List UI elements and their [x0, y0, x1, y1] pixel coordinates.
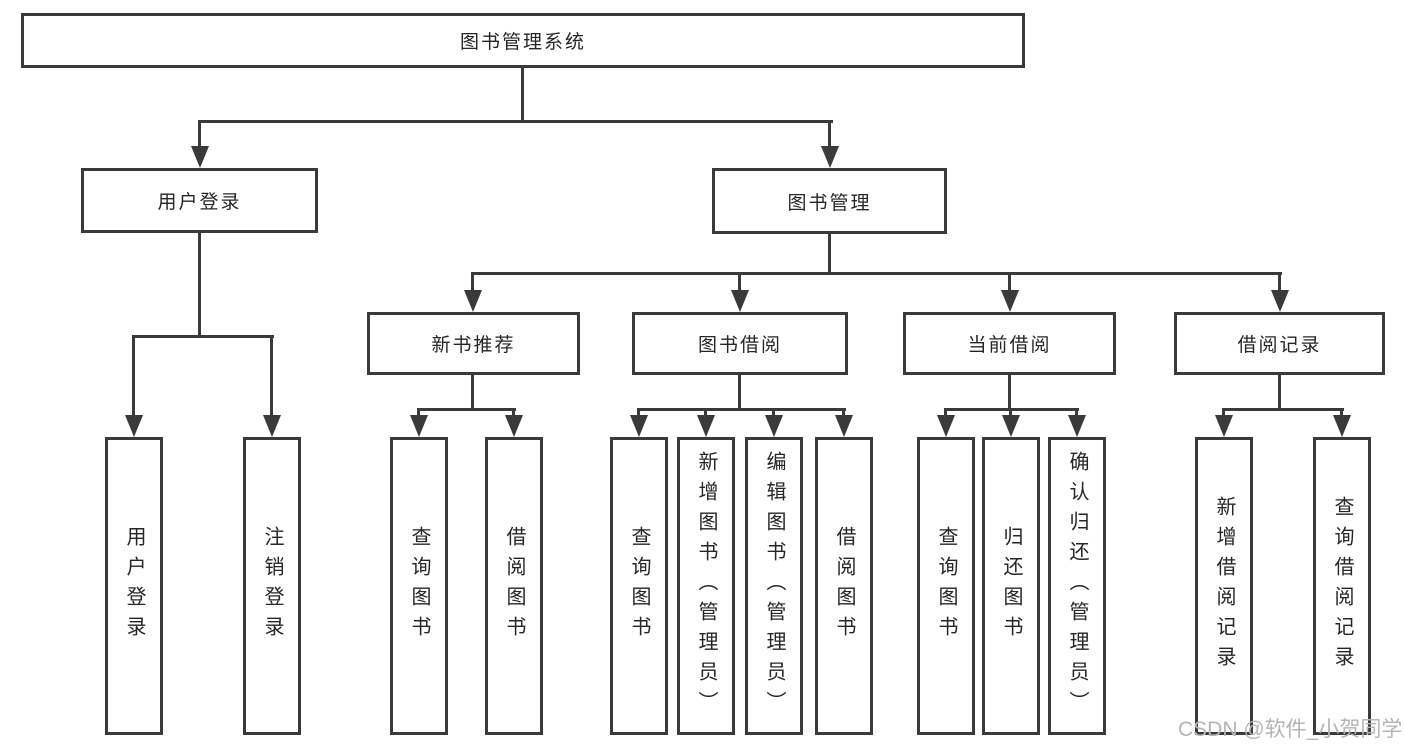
connector-to-book-borrow-stem: [738, 272, 741, 291]
node-user-login: 用户登录: [81, 168, 318, 233]
connector-to-leaf-add-book-admin-stem: [704, 408, 707, 416]
connector-borrow-records-branch: [1222, 408, 1344, 411]
leaf-add-borrow-record: 新增借阅记录: [1195, 437, 1253, 735]
connector-root-branch: [198, 120, 833, 123]
leaf-logout-label: 注销登录: [261, 526, 283, 646]
arrowhead-to-user-login: [191, 146, 209, 168]
connector-to-user-login-stem: [198, 120, 201, 146]
leaf-query-borrow-record: 查询借阅记录: [1313, 437, 1371, 735]
leaf-query-books-borrow: 查询图书: [610, 437, 668, 735]
node-current-borrow-label: 当前借阅: [967, 335, 1052, 356]
watermark: CSDN @软件_小贺同学: [1178, 718, 1403, 741]
connector-to-book-management-stem: [828, 120, 831, 146]
leaf-logout: 注销登录: [243, 437, 301, 735]
arrowhead-to-leaf-logout: [263, 415, 281, 437]
connector-to-leaf-return-book-stem: [1009, 408, 1012, 416]
connector-new-book-recommend-stem: [471, 375, 474, 408]
leaf-query-borrow-record-label: 查询借阅记录: [1331, 496, 1353, 676]
leaf-borrow-books-recommend-label: 借阅图书: [503, 526, 525, 646]
connector-borrow-records-stem: [1278, 375, 1281, 408]
connector-user-login-stem: [198, 233, 201, 335]
leaf-query-books-recommend: 查询图书: [390, 437, 448, 735]
connector-to-leaf-edit-book-admin-stem: [772, 408, 775, 416]
arrowhead-to-leaf-query-books-current: [937, 415, 955, 437]
arrowhead-to-book-management: [821, 146, 839, 168]
leaf-query-books-recommend-label: 查询图书: [408, 526, 430, 646]
node-borrow-records-label: 借阅记录: [1237, 335, 1322, 356]
node-book-borrow: 图书借阅: [632, 312, 848, 375]
arrowhead-to-leaf-return-book: [1002, 415, 1020, 437]
node-borrow-records: 借阅记录: [1174, 312, 1385, 375]
arrowhead-to-leaf-confirm-return-admin: [1068, 415, 1086, 437]
arrowhead-to-leaf-query-books-recommend: [410, 415, 428, 437]
leaf-confirm-return-admin: 确认归还（管理员）: [1048, 437, 1106, 735]
arrowhead-to-borrow-records: [1271, 290, 1289, 312]
leaf-user-login: 用户登录: [105, 437, 163, 735]
leaf-add-book-admin-label: 新增图书（管理员）: [695, 451, 717, 721]
connector-to-leaf-confirm-return-admin-stem: [1075, 408, 1078, 416]
connector-to-leaf-logout-stem: [270, 335, 273, 416]
connector-to-borrow-records-stem: [1278, 272, 1281, 291]
arrowhead-to-leaf-edit-book-admin: [765, 415, 783, 437]
node-book-management: 图书管理: [712, 168, 947, 234]
arrowhead-to-leaf-add-borrow-record: [1215, 415, 1233, 437]
leaf-confirm-return-admin-label: 确认归还（管理员）: [1066, 451, 1088, 721]
leaf-user-login-label: 用户登录: [123, 526, 145, 646]
connector-to-leaf-query-books-current-stem: [944, 408, 947, 416]
connector-book-borrow-branch: [637, 408, 846, 411]
arrowhead-to-book-borrow: [731, 290, 749, 312]
node-root: 图书管理系统: [21, 13, 1025, 68]
leaf-query-books-current: 查询图书: [917, 437, 975, 735]
connector-new-book-recommend-branch: [417, 408, 516, 411]
leaf-borrow-books-borrow: 借阅图书: [815, 437, 873, 735]
leaf-query-books-borrow-label: 查询图书: [628, 526, 650, 646]
arrowhead-to-leaf-add-book-admin: [697, 415, 715, 437]
node-current-borrow: 当前借阅: [903, 312, 1116, 375]
node-root-label: 图书管理系统: [459, 32, 586, 53]
arrowhead-to-current-borrow: [1001, 290, 1019, 312]
leaf-edit-book-admin-label: 编辑图书（管理员）: [763, 451, 785, 721]
node-book-management-label: 图书管理: [787, 192, 872, 214]
node-book-borrow-label: 图书借阅: [697, 335, 782, 356]
arrowhead-to-leaf-user-login: [125, 415, 143, 437]
connector-to-leaf-borrow-books-recommend-stem: [512, 408, 515, 416]
connector-user-login-branch: [132, 335, 274, 338]
leaf-add-book-admin: 新增图书（管理员）: [677, 437, 735, 735]
arrowhead-to-new-book-recommend: [464, 290, 482, 312]
arrowhead-to-leaf-query-books-borrow: [630, 415, 648, 437]
connector-root-stem: [521, 68, 524, 120]
connector-to-current-borrow-stem: [1008, 272, 1011, 291]
connector-to-leaf-query-books-recommend-stem: [417, 408, 420, 416]
connector-to-leaf-query-books-borrow-stem: [637, 408, 640, 416]
connector-current-borrow-stem: [1008, 375, 1011, 408]
leaf-query-books-current-label: 查询图书: [935, 526, 957, 646]
connector-to-new-book-recommend-stem: [471, 272, 474, 291]
connector-to-leaf-borrow-books-borrow-stem: [842, 408, 845, 416]
connector-to-leaf-add-borrow-record-stem: [1222, 408, 1225, 416]
node-new-book-recommend: 新书推荐: [367, 312, 580, 375]
node-new-book-recommend-label: 新书推荐: [431, 335, 516, 356]
connector-book-management-branch: [471, 272, 1282, 275]
leaf-add-borrow-record-label: 新增借阅记录: [1213, 496, 1235, 676]
leaf-edit-book-admin: 编辑图书（管理员）: [745, 437, 803, 735]
arrowhead-to-leaf-query-borrow-record: [1333, 415, 1351, 437]
connector-book-borrow-stem: [738, 375, 741, 408]
leaf-return-book-label: 归还图书: [1000, 526, 1022, 646]
connector-to-leaf-query-borrow-record-stem: [1340, 408, 1343, 416]
arrowhead-to-leaf-borrow-books-recommend: [505, 415, 523, 437]
leaf-borrow-books-recommend: 借阅图书: [485, 437, 543, 735]
arrowhead-to-leaf-borrow-books-borrow: [835, 415, 853, 437]
leaf-borrow-books-borrow-label: 借阅图书: [833, 526, 855, 646]
node-user-login-label: 用户登录: [157, 192, 242, 213]
connector-to-leaf-user-login-stem: [132, 335, 135, 416]
leaf-return-book: 归还图书: [982, 437, 1040, 735]
connector-book-management-stem: [828, 234, 831, 272]
